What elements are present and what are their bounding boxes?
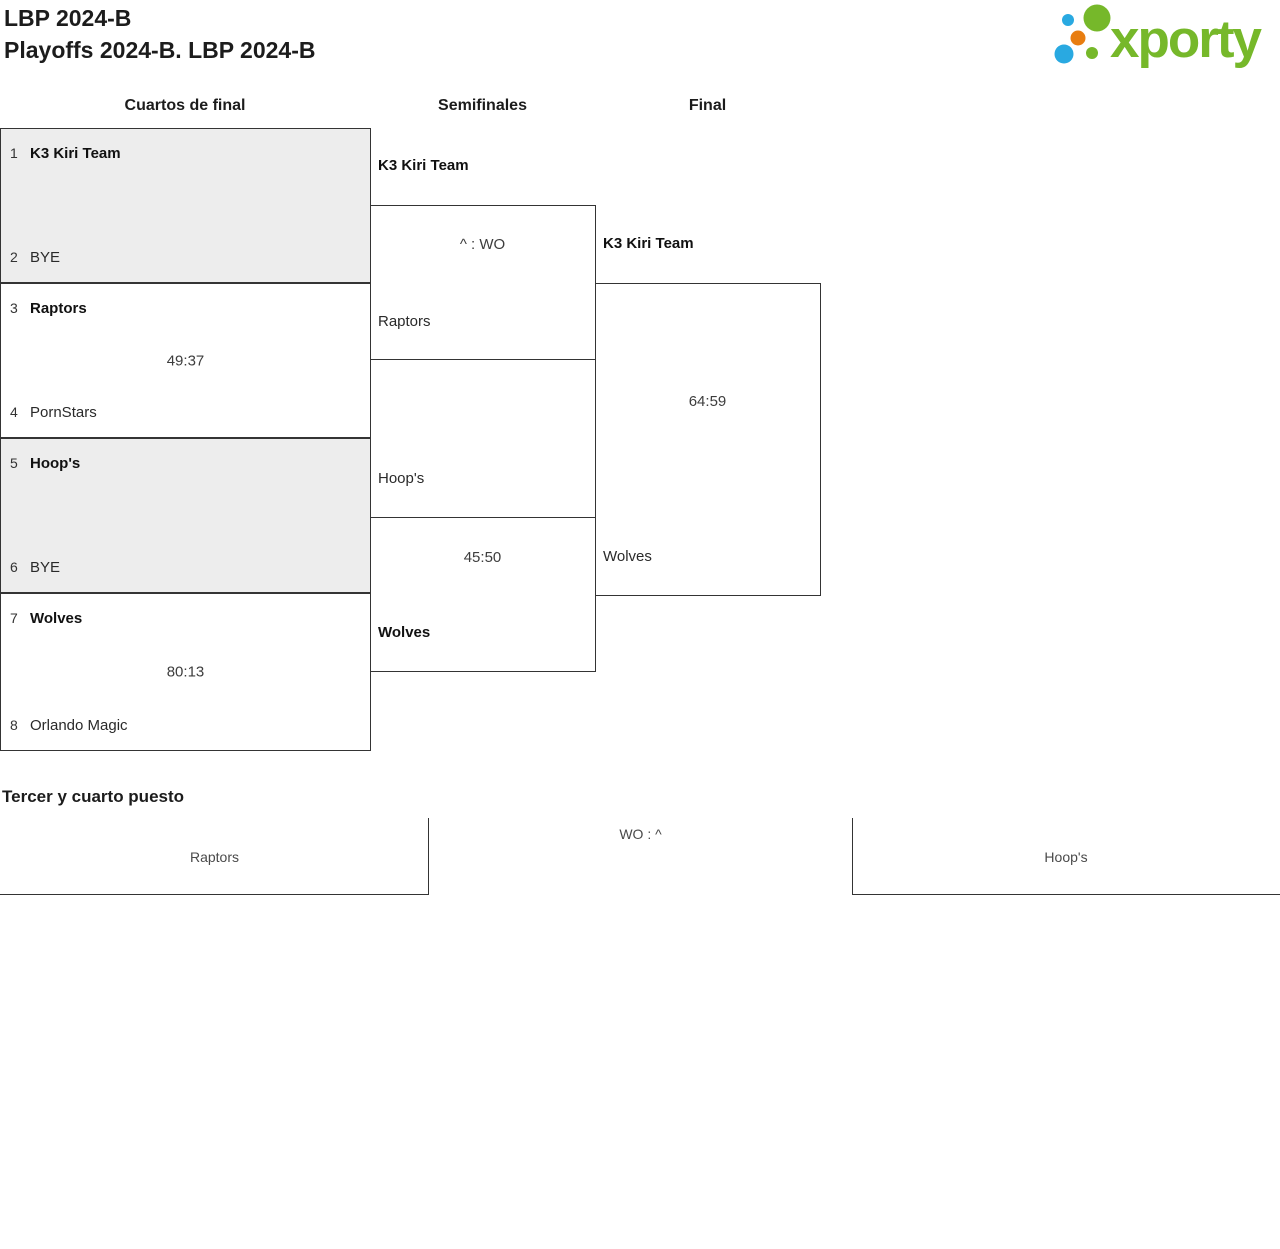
xporty-logo-graphic: xporty (1054, 4, 1265, 69)
quarterfinal-match-1[interactable]: 1 K3 Kiri Team 2 BYE (0, 128, 371, 283)
playoffs-title: Playoffs 2024-B. LBP 2024-B (4, 37, 316, 63)
semifinal2-team1-label[interactable]: Hoop's (378, 470, 425, 487)
xporty-logo[interactable]: xporty (1048, 0, 1280, 78)
logo-dot-green-small (1086, 47, 1098, 59)
team-name: BYE (30, 249, 61, 266)
third-place-right-connector (852, 818, 1280, 895)
seed-number: 7 (10, 610, 18, 626)
seed-number: 2 (10, 249, 18, 265)
team-name: Raptors (30, 300, 87, 317)
team-row[interactable]: 2 BYE (10, 249, 60, 266)
team-row[interactable]: 1 K3 Kiri Team (10, 145, 121, 162)
match-score: 80:13 (166, 663, 205, 681)
logo-dot-green-large (1083, 4, 1111, 32)
team-row[interactable]: 6 BYE (10, 559, 60, 576)
third-place-heading: Tercer y cuarto puesto (2, 787, 185, 806)
logo-dot-blue-medium (1054, 44, 1074, 64)
team-name: Wolves (30, 610, 83, 627)
league-title: LBP 2024-B (4, 5, 132, 31)
logo-dot-orange (1070, 30, 1086, 46)
seed-number: 1 (10, 145, 18, 161)
semifinal2-score: 45:50 (463, 549, 502, 566)
round-header-quarterfinals: Cuartos de final (124, 97, 246, 114)
third-place-team1-label[interactable]: Raptors (189, 849, 240, 865)
team-row[interactable]: 4 PornStars (10, 404, 97, 421)
seed-number: 5 (10, 455, 18, 471)
semifinal1-team2-label[interactable]: Raptors (378, 313, 431, 330)
logo-wordmark: xporty (1110, 10, 1263, 69)
team-name: Hoop's (30, 455, 81, 472)
team-name: PornStars (30, 404, 97, 421)
semifinal1-team1-label[interactable]: K3 Kiri Team (378, 157, 469, 174)
semifinal2-team2-label[interactable]: Wolves (378, 624, 431, 641)
team-name: Orlando Magic (30, 717, 128, 734)
team-name: K3 Kiri Team (30, 145, 121, 162)
team-row[interactable]: 3 Raptors (10, 300, 87, 317)
semifinal-match-1[interactable] (370, 205, 596, 360)
seed-number: 4 (10, 404, 18, 420)
seed-number: 3 (10, 300, 18, 316)
team-name: BYE (30, 559, 61, 576)
team-row[interactable]: 5 Hoop's (10, 455, 80, 472)
round-header-final: Final (688, 97, 727, 114)
third-place-score: WO : ^ (619, 826, 662, 842)
final-team1-label[interactable]: K3 Kiri Team (603, 235, 694, 252)
quarterfinal-match-2[interactable]: 3 Raptors 49:37 4 PornStars (0, 283, 371, 438)
seed-number: 8 (10, 717, 18, 733)
team-row[interactable]: 7 Wolves (10, 610, 82, 627)
logo-dot-blue-small (1062, 14, 1074, 26)
team-row[interactable]: 8 Orlando Magic (10, 717, 128, 734)
semifinal-match-2[interactable] (370, 517, 596, 672)
third-place-team2-label[interactable]: Hoop's (1044, 849, 1088, 865)
final-team2-label[interactable]: Wolves (603, 548, 652, 565)
third-place-left-connector (0, 818, 429, 895)
final-match[interactable] (595, 283, 821, 596)
final-score: 64:59 (688, 393, 727, 410)
semifinal1-score: ^ : WO (459, 236, 506, 253)
round-header-semifinals: Semifinales (438, 97, 527, 114)
seed-number: 6 (10, 559, 18, 575)
quarterfinal-match-4[interactable]: 7 Wolves 80:13 8 Orlando Magic (0, 593, 371, 751)
quarterfinal-match-3[interactable]: 5 Hoop's 6 BYE (0, 438, 371, 593)
match-score: 49:37 (166, 352, 205, 369)
